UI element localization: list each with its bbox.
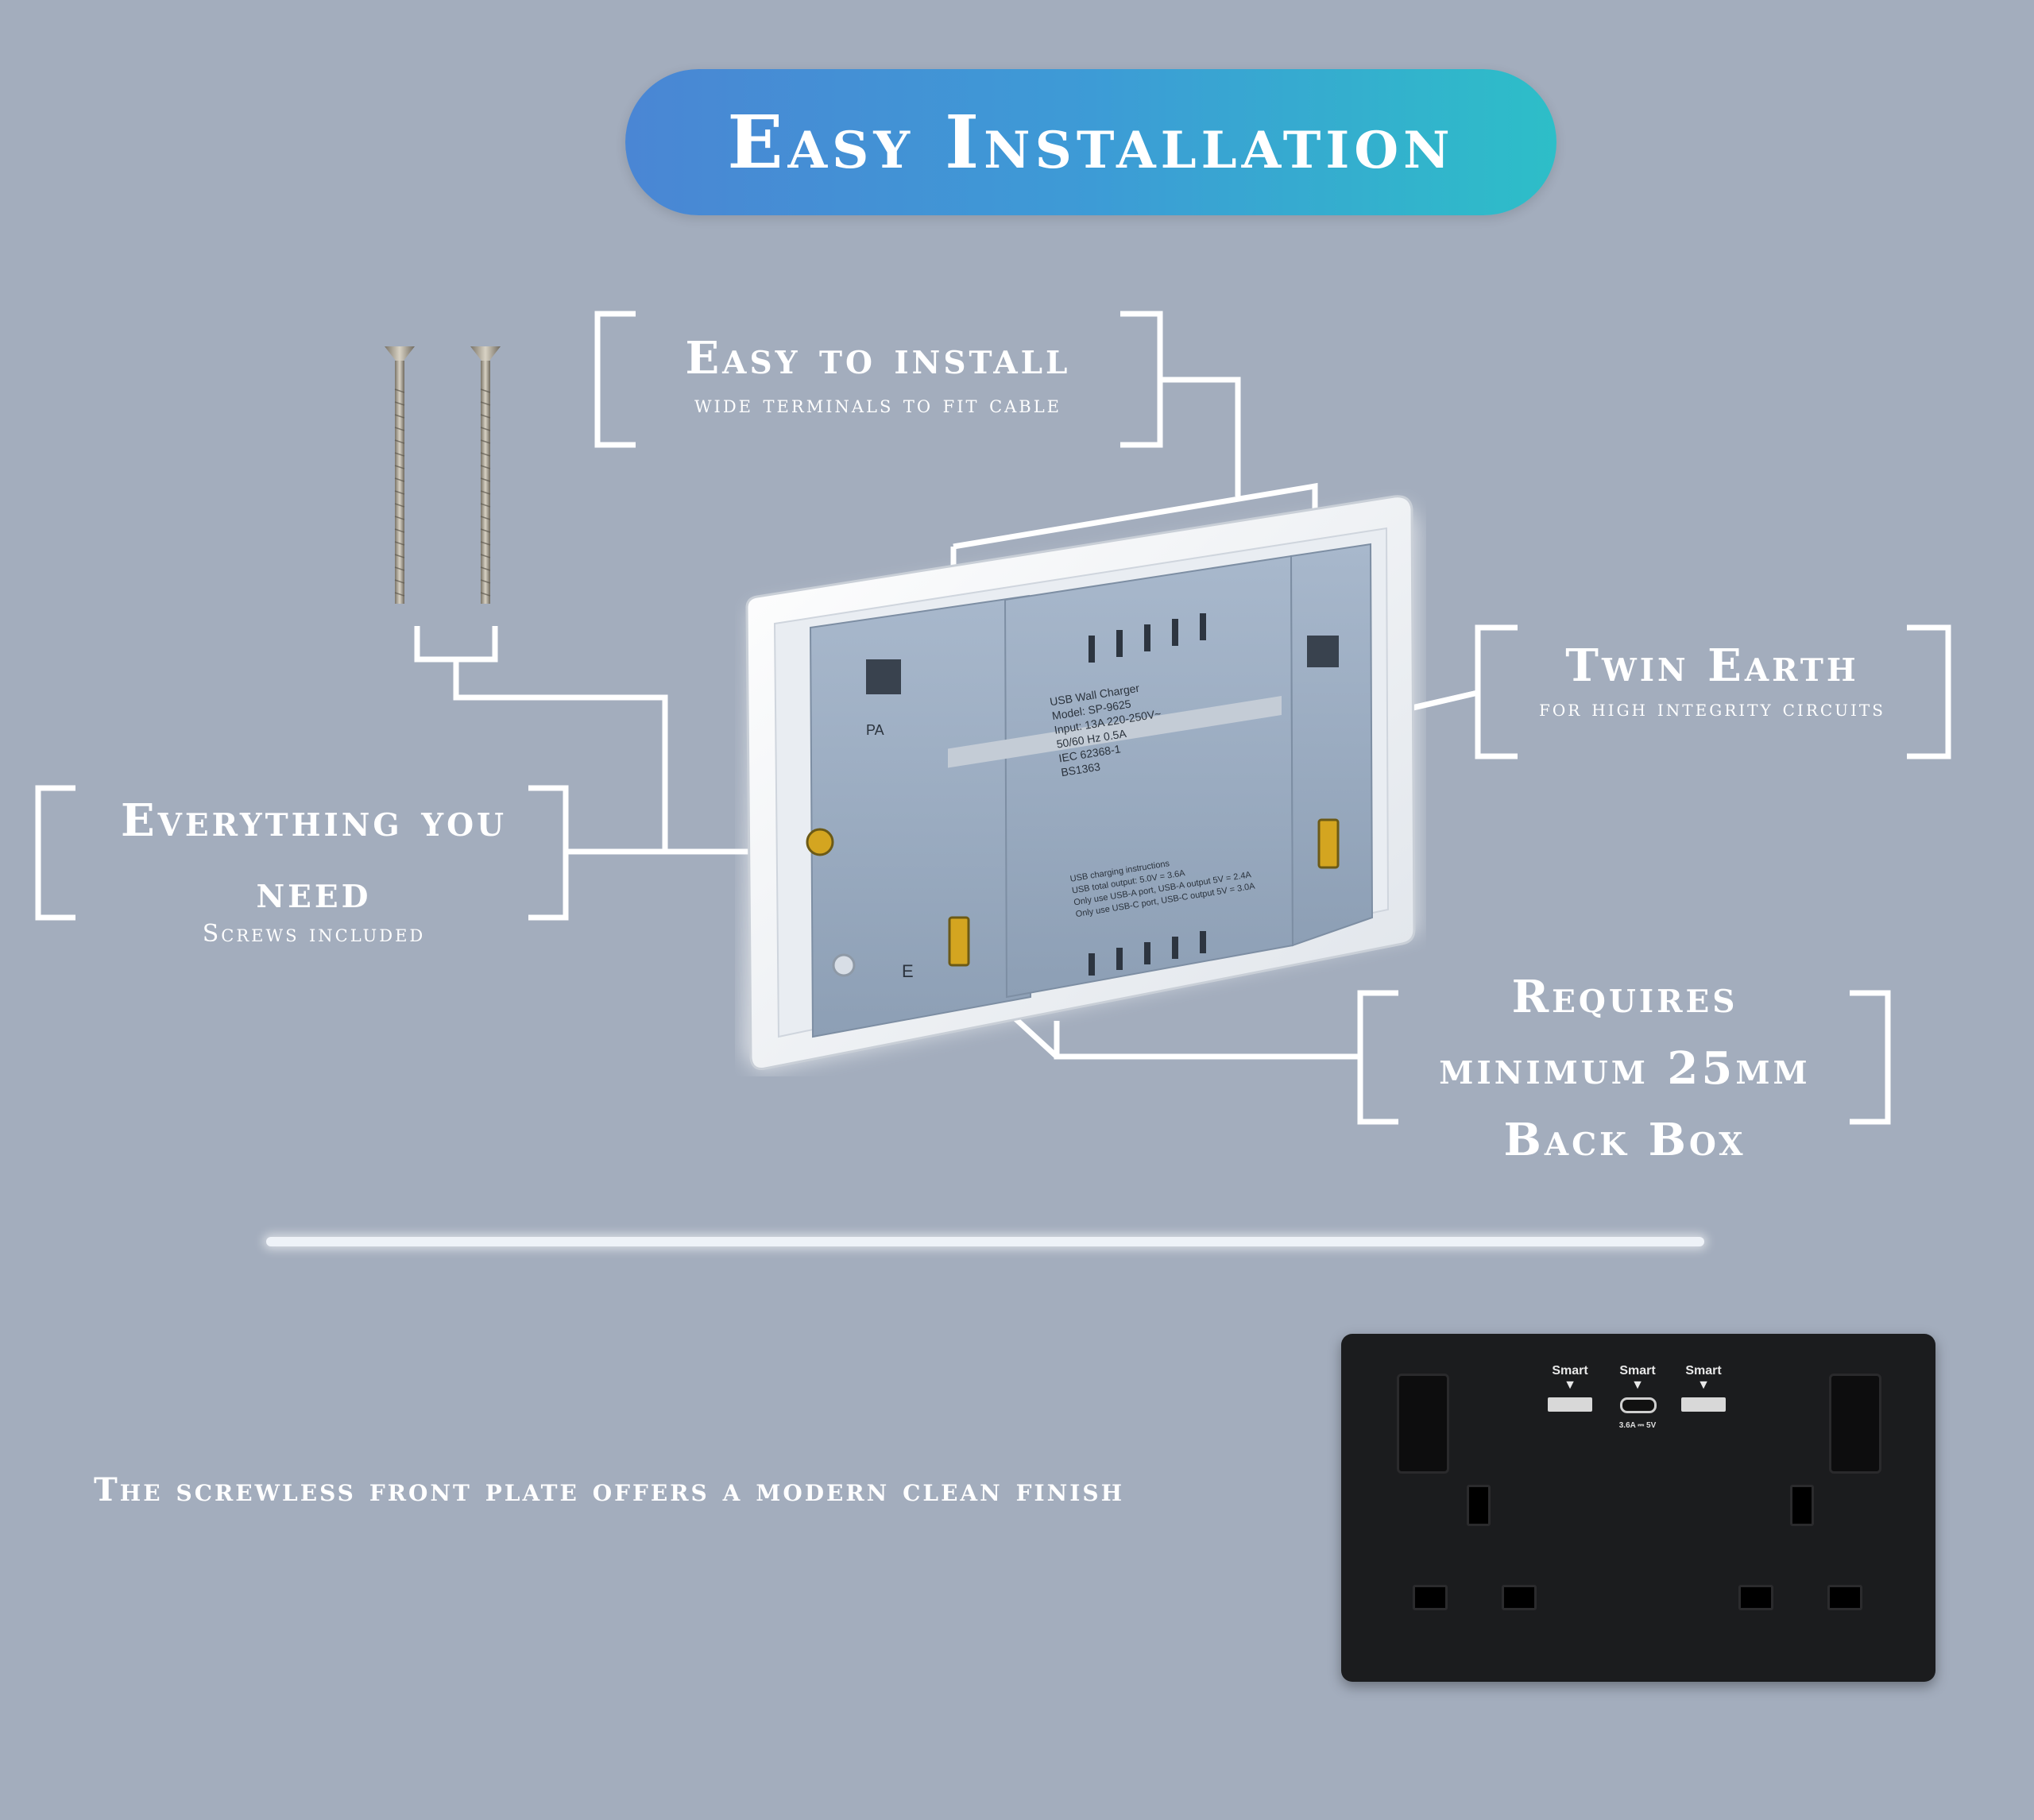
terminal-label: PA bbox=[866, 722, 884, 738]
down-arrow-icon: ▼ bbox=[1631, 1378, 1644, 1392]
right-rocker-switch bbox=[1829, 1374, 1881, 1474]
section-divider bbox=[266, 1237, 1704, 1246]
live-pin-left bbox=[1413, 1585, 1448, 1610]
backbox-callout-line2: minimum 25mm bbox=[1439, 1042, 1811, 1095]
earth-label: E bbox=[902, 961, 914, 981]
title-banner: Easy Installation bbox=[625, 69, 1556, 215]
earth-callout-subtitle: for high integrity circuits bbox=[1539, 695, 1885, 721]
usb-a-port-right bbox=[1681, 1397, 1726, 1412]
page-title: Easy Installation bbox=[727, 99, 1455, 185]
usb-c-port bbox=[1620, 1397, 1657, 1413]
usb-label-left: Smart bbox=[1552, 1364, 1588, 1378]
usb-label-center: Smart bbox=[1619, 1364, 1656, 1378]
front-plate-caption: The screwless front plate offers a moder… bbox=[94, 1471, 1125, 1509]
install-callout-subtitle: wide terminals to fit cable bbox=[694, 391, 1062, 419]
down-arrow-icon: ▼ bbox=[1564, 1378, 1576, 1392]
earth-callout-title: Twin Earth bbox=[1565, 640, 1859, 692]
rear-label-line-6: BS1363 bbox=[1060, 760, 1101, 779]
screw-2 bbox=[470, 346, 501, 604]
backbox-callout-line3: Back Box bbox=[1503, 1114, 1746, 1166]
everything-callout-title-line1: Everything you bbox=[120, 794, 508, 847]
down-arrow-icon: ▼ bbox=[1697, 1378, 1710, 1392]
usb-c-rating: 3.6A ⎓ 5V bbox=[1618, 1421, 1657, 1430]
socket-rear-image: USB Wall Charger Model: SP-9625 Input: 1… bbox=[743, 495, 1418, 1072]
live-pin-right bbox=[1738, 1585, 1773, 1610]
everything-callout-title-line2: need bbox=[256, 866, 372, 918]
usb-label-right: Smart bbox=[1685, 1364, 1722, 1378]
backbox-callout-line1: Requires bbox=[1511, 971, 1738, 1023]
socket-front-image: Smart Smart Smart ▼ ▼ ▼ 3.6A ⎓ 5V bbox=[1341, 1334, 1935, 1682]
neutral-pin-right bbox=[1827, 1585, 1862, 1610]
earth-pin-left bbox=[1467, 1485, 1491, 1526]
earth-pin-right bbox=[1790, 1485, 1814, 1526]
usb-a-port-left bbox=[1548, 1397, 1592, 1412]
screw-1 bbox=[385, 346, 415, 604]
install-callout-title: Easy to install bbox=[685, 332, 1071, 384]
left-rocker-switch bbox=[1397, 1374, 1449, 1474]
screws-image bbox=[385, 346, 501, 604]
everything-callout-subtitle: Screws included bbox=[202, 920, 426, 948]
neutral-pin-left bbox=[1502, 1585, 1537, 1610]
